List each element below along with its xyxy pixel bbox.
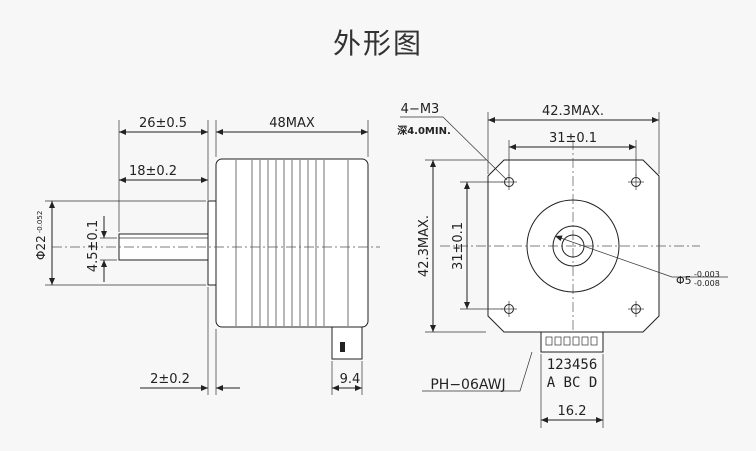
connector-model: PH−06AWJ bbox=[430, 377, 505, 393]
dim-body-length: 48MAX bbox=[269, 116, 315, 131]
motor-ribs bbox=[235, 160, 349, 326]
shaft-leader bbox=[554, 235, 728, 278]
dim-connector: 9.4 bbox=[340, 372, 361, 387]
pilot-flange bbox=[207, 200, 217, 286]
dim-flat-length: 18±0.2 bbox=[129, 164, 177, 179]
holes-leader bbox=[400, 116, 508, 181]
connector-pin-numbers: 123456 bbox=[547, 357, 598, 373]
connector-leader bbox=[422, 351, 533, 392]
connector-slots bbox=[545, 336, 598, 346]
connector-pin bbox=[340, 342, 345, 352]
callout-holes: 4−M3 bbox=[401, 102, 440, 117]
front-connector bbox=[540, 331, 604, 353]
dim-pilot-diameter: Φ22-0.052 bbox=[34, 211, 48, 260]
dim-height: 42.3MAX. bbox=[417, 215, 432, 277]
dim-hole-spacing-v: 31±0.1 bbox=[451, 222, 466, 270]
front-view: 123456 A BC D PH−06AWJ 16.2 42.3MAX. 31±… bbox=[397, 102, 728, 428]
callout-depth: 深4.0MIN. bbox=[397, 124, 451, 137]
dim-pilot-flange: 2±0.2 bbox=[150, 372, 190, 387]
dim-connector-width: 16.2 bbox=[558, 404, 587, 419]
dim-shaft-diameter: Φ5 bbox=[676, 274, 692, 287]
side-view: 26±0.5 18±0.2 48MAX 4.5±0.1 Φ22-0.052 2±… bbox=[34, 116, 380, 395]
dim-shaft-tol-lower: -0.008 bbox=[694, 279, 720, 288]
pilot-circle bbox=[526, 199, 620, 293]
connector-phase-labels: A BC D bbox=[547, 375, 598, 391]
mounting-holes bbox=[501, 174, 644, 317]
dim-hole-spacing-h: 31±0.1 bbox=[549, 131, 597, 146]
shaft-boss-circle bbox=[552, 225, 594, 267]
dim-flat-height: 4.5±0.1 bbox=[86, 220, 101, 272]
dim-shaft-length: 26±0.5 bbox=[139, 116, 187, 131]
page-title: 外形图 bbox=[332, 27, 423, 60]
dim-width: 42.3MAX. bbox=[542, 104, 604, 119]
dim-shaft-tol-upper: -0.003 bbox=[694, 270, 720, 279]
side-connector bbox=[331, 326, 363, 360]
